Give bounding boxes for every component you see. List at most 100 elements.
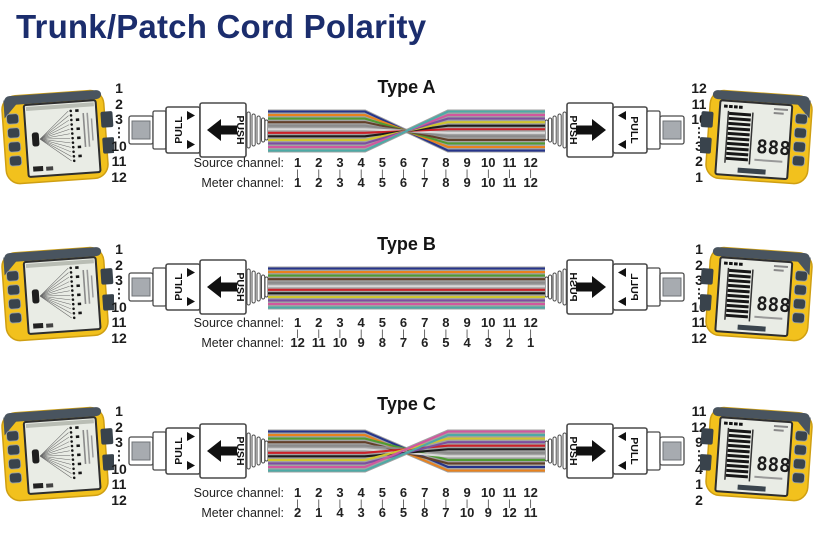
channel-number: 12 — [502, 505, 517, 520]
mapping-tick: | — [423, 498, 426, 508]
section-heading: Type B — [377, 234, 436, 254]
tester-top-trim — [4, 407, 102, 423]
fanout-graphic — [31, 426, 82, 480]
port-number: 3 — [115, 434, 123, 450]
mapping-tick: | — [444, 498, 448, 508]
port-number: 10 — [111, 137, 127, 154]
push-label: PUSH — [567, 272, 579, 301]
pull-arrow-icon — [187, 111, 195, 120]
channel-number: 8 — [421, 505, 429, 520]
source-channel-row-label: Source channel: — [193, 316, 284, 330]
mapping-ticks-row: |||||||||||| — [180, 498, 541, 508]
channel-number: 5 — [378, 155, 386, 170]
ferrule — [662, 441, 682, 461]
channel-number: 11 — [502, 155, 517, 170]
channel-number: 10 — [459, 505, 475, 520]
channel-number: 7 — [399, 335, 408, 350]
mapping-tick: | — [529, 498, 532, 508]
tester-top-trim — [712, 90, 810, 106]
port-number: 12 — [691, 329, 707, 346]
mapping-ticks-row: |||||||||||| — [180, 328, 541, 338]
mapping-tick: | — [296, 498, 299, 508]
channel-number: 9 — [484, 505, 492, 520]
mapping-tick: | — [317, 168, 320, 178]
port-number: 11 — [691, 314, 707, 330]
tester-buttons — [791, 113, 808, 167]
channel-number: 3 — [484, 335, 492, 350]
port-number: 1 — [115, 403, 123, 419]
page-title: Trunk/Patch Cord Polarity — [16, 8, 427, 45]
mapping-tick: | — [359, 328, 363, 338]
port-number: 3 — [115, 272, 123, 288]
source-channel-row-label: Source channel: — [193, 486, 284, 500]
push-label: PUSH — [234, 272, 246, 301]
mapping-tick: | — [338, 498, 342, 508]
tester-top-trim — [712, 247, 810, 263]
push-label: PUSH — [567, 436, 579, 465]
channel-number: 2 — [315, 175, 323, 190]
channel-bar-graph — [724, 110, 754, 165]
channel-number: 3 — [336, 175, 344, 190]
channel-number: 8 — [442, 155, 450, 170]
tester-buttons — [791, 270, 808, 324]
pull-arrow-icon — [187, 268, 195, 277]
mapping-tick: | — [529, 328, 532, 338]
mapping-tick: | — [381, 168, 384, 178]
port-number: 2 — [115, 256, 123, 273]
lcd-screen: 888 — [714, 416, 794, 498]
seven-segment-display: 888 — [756, 136, 792, 160]
mpo-connector-right: PUSH PULL — [545, 259, 685, 315]
mapping-tick: | — [338, 328, 342, 338]
channel-number: 5 — [378, 315, 386, 330]
channel-number: 4 — [357, 485, 365, 500]
mapping-tick: | — [317, 498, 320, 508]
port-number: 3 — [115, 111, 123, 127]
mpo-connector-left: PULL PUSH — [128, 423, 268, 479]
fiber-strand — [268, 430, 545, 469]
fanout-graphic — [31, 109, 82, 163]
mapping-tick: | — [381, 498, 384, 508]
fiber-port-module — [700, 268, 714, 285]
mapping-tick: | — [465, 328, 469, 338]
pull-arrow-icon — [618, 140, 626, 149]
section-heading: Type A — [377, 77, 436, 97]
fiber-port-module — [102, 294, 114, 311]
source-tester-device — [1, 406, 114, 502]
push-label: PUSH — [234, 436, 246, 465]
pull-arrow-icon — [618, 268, 626, 277]
pull-arrow-icon — [187, 461, 195, 470]
channel-number: 2 — [315, 315, 323, 330]
ferrule — [662, 277, 682, 297]
channel-number: 11 — [502, 315, 517, 330]
channel-number: 4 — [357, 315, 365, 330]
channel-number: 5 — [378, 485, 386, 500]
fanout-graphic — [31, 266, 82, 320]
fiber-port-module — [700, 428, 714, 445]
mapping-tick: | — [465, 498, 469, 508]
channel-number: 10 — [481, 485, 496, 500]
channel-number: 7 — [421, 155, 429, 170]
lcd-screen: 888 — [714, 256, 794, 338]
channel-number: 9 — [463, 485, 471, 500]
mapping-tick: | — [444, 328, 448, 338]
pull-arrow-icon — [618, 461, 626, 470]
mapping-tick: | — [402, 168, 405, 178]
tester-top-trim — [4, 247, 102, 263]
tester-buttons — [6, 270, 23, 324]
channel-number: 1 — [293, 485, 302, 500]
channel-bar-graph — [724, 427, 754, 482]
source-tester-device — [1, 246, 114, 342]
port-number: 2 — [115, 418, 123, 435]
seven-segment-display: 888 — [756, 293, 792, 317]
tester-buttons — [791, 430, 808, 484]
channel-number: 8 — [442, 175, 450, 190]
mapping-tick: | — [381, 328, 384, 338]
channel-number: 6 — [421, 335, 429, 350]
